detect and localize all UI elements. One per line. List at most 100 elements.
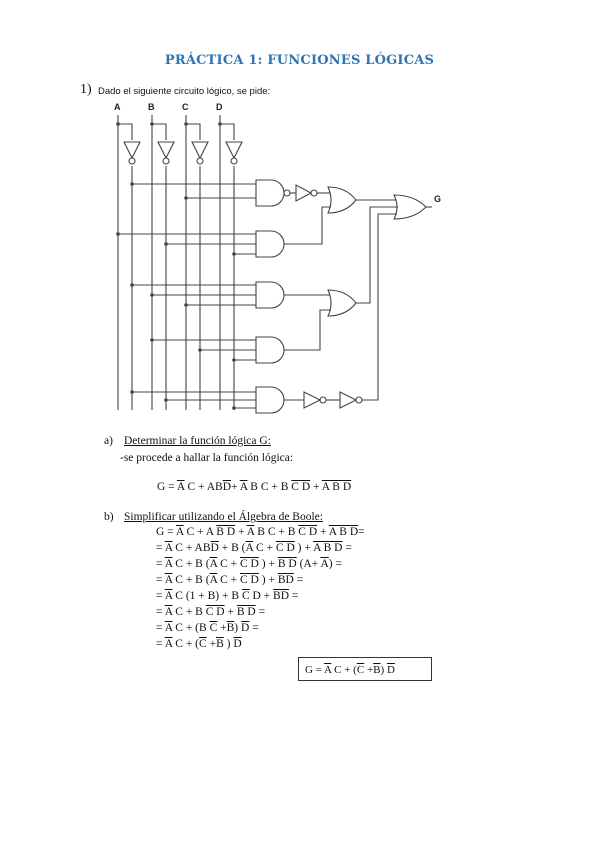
overlined-term: A bbox=[176, 481, 185, 493]
overlined-term: C D bbox=[291, 481, 311, 493]
overlined-term: A bbox=[164, 542, 173, 554]
expression-term: ) bbox=[380, 664, 387, 676]
expression-term: C + B ( bbox=[172, 574, 210, 586]
and-input-wires bbox=[118, 183, 256, 409]
input-label-b: B bbox=[148, 102, 155, 112]
overlined-term: A B D bbox=[321, 481, 352, 493]
overlined-term: C bbox=[241, 590, 250, 602]
question-number: 1) bbox=[80, 82, 92, 97]
overlined-term: C D bbox=[275, 542, 295, 554]
expression-term: C + B ( bbox=[172, 558, 210, 570]
inner-wires bbox=[284, 199, 432, 409]
part-b-heading: Simplificar utilizando el Álgebra de Boo… bbox=[124, 511, 323, 523]
expression-term: = bbox=[249, 622, 259, 634]
input-buses bbox=[117, 115, 235, 410]
result-box: G = A C + (C +B) D bbox=[298, 657, 432, 681]
overlined-term: BD bbox=[273, 590, 290, 602]
expression-term: C + bbox=[217, 558, 241, 570]
overlined-term: C bbox=[209, 622, 218, 634]
overlined-term: D bbox=[386, 664, 395, 676]
expression-term: = bbox=[293, 574, 304, 586]
input-label-d: D bbox=[216, 102, 223, 112]
simplification-step-8: = A C + (C +B ) D bbox=[156, 638, 242, 650]
overlined-term: BD bbox=[277, 574, 294, 586]
expression-term: = bbox=[156, 574, 165, 586]
expression-term: + bbox=[217, 622, 227, 634]
expression-term: C + A bbox=[183, 526, 217, 538]
overlined-term: D bbox=[222, 481, 232, 493]
expression-term: + bbox=[317, 526, 329, 538]
part-a-heading: Determinar la función lógica G: bbox=[124, 435, 271, 447]
expression-term: ) + bbox=[258, 558, 278, 570]
expression-term: = bbox=[342, 542, 352, 554]
expression-term: ) + bbox=[258, 574, 278, 586]
overlined-term: C D bbox=[240, 574, 259, 586]
overlined-term: B bbox=[216, 638, 224, 650]
overlined-term: B D bbox=[277, 558, 297, 570]
overlined-term: A bbox=[209, 574, 218, 586]
or-gates bbox=[327, 186, 427, 317]
overlined-term: B bbox=[226, 622, 235, 634]
overlined-term: A bbox=[164, 606, 173, 618]
overlined-term: C bbox=[356, 664, 365, 676]
expression-term: = bbox=[156, 542, 165, 554]
overlined-term: A bbox=[245, 542, 254, 554]
overlined-term: C D bbox=[298, 526, 318, 538]
page-title: PRÁCTICA 1: FUNCIONES LÓGICAS bbox=[164, 53, 435, 68]
expression-term: ) bbox=[234, 622, 241, 634]
overlined-term: C D bbox=[205, 606, 225, 618]
expression-term: = bbox=[255, 606, 266, 618]
expression-term: C + bbox=[217, 574, 241, 586]
output-label-g: G bbox=[434, 194, 441, 204]
simplification-step-3: = A C + B (A C + C D ) + B D (A+ A) = bbox=[156, 558, 342, 570]
expression-term: B C + B bbox=[254, 526, 299, 538]
simplification-step-1: G = A C + A B D + A B C + B C D + A B D= bbox=[156, 526, 365, 538]
expression-term: = bbox=[289, 590, 299, 602]
input-label-a: A bbox=[114, 102, 121, 112]
overlined-term: C D bbox=[240, 558, 259, 570]
overlined-term: C bbox=[199, 638, 207, 650]
overlined-term: D bbox=[233, 638, 242, 650]
overlined-term: A B D bbox=[328, 526, 359, 538]
expression-term: C + AB bbox=[184, 481, 223, 493]
expression-term: + bbox=[231, 481, 240, 493]
expression-term: C + ( bbox=[331, 664, 357, 676]
overlined-term: A bbox=[324, 664, 332, 676]
part-a-letter: a) bbox=[104, 435, 113, 447]
overlined-term: B D bbox=[236, 606, 256, 618]
expression-term: G = bbox=[157, 481, 177, 493]
expression-term: G = bbox=[305, 664, 325, 676]
and-gates bbox=[255, 179, 285, 414]
logic-circuit-diagram: A B C D G bbox=[114, 102, 441, 414]
overlined-term: A bbox=[246, 526, 255, 538]
overlined-term: A B D bbox=[313, 542, 343, 554]
part-a-note: -se procede a hallar la función lógica: bbox=[120, 452, 294, 464]
expression-term: + bbox=[235, 526, 247, 538]
question-text: Dado el siguiente circuito lógico, se pi… bbox=[98, 86, 271, 97]
overlined-term: A bbox=[164, 574, 173, 586]
gate-chain-1 bbox=[283, 184, 330, 202]
expression-term: = bbox=[156, 606, 165, 618]
input-inverters bbox=[123, 141, 243, 165]
overlined-term: A bbox=[239, 481, 248, 493]
expression-term: + bbox=[224, 606, 237, 618]
expression-term: + bbox=[364, 664, 374, 676]
expression-term: (A+ bbox=[296, 558, 321, 570]
overlined-term: A bbox=[164, 590, 173, 602]
expression-term: D + bbox=[249, 590, 274, 602]
expression-term: + bbox=[310, 481, 322, 493]
expression-term: C + ( bbox=[172, 638, 200, 650]
overlined-term: A bbox=[164, 558, 173, 570]
simplification-step-6: = A C + B C D + B D = bbox=[156, 606, 265, 618]
part-b-letter: b) bbox=[104, 511, 114, 523]
overlined-term: B bbox=[373, 664, 381, 676]
expression-term: ) + bbox=[294, 542, 314, 554]
expression-term: C (1 + B) + B bbox=[172, 590, 242, 602]
simplification-step-4: = A C + B (A C + C D ) + BD = bbox=[156, 574, 303, 586]
expression-term: = bbox=[358, 526, 365, 538]
expression-term: C + bbox=[253, 542, 276, 554]
expression-term: B C + B bbox=[247, 481, 292, 493]
overlined-term: D bbox=[210, 542, 219, 554]
expression-term: + B ( bbox=[218, 542, 246, 554]
simplification-step-7: = A C + (B C +B) D = bbox=[156, 622, 259, 634]
